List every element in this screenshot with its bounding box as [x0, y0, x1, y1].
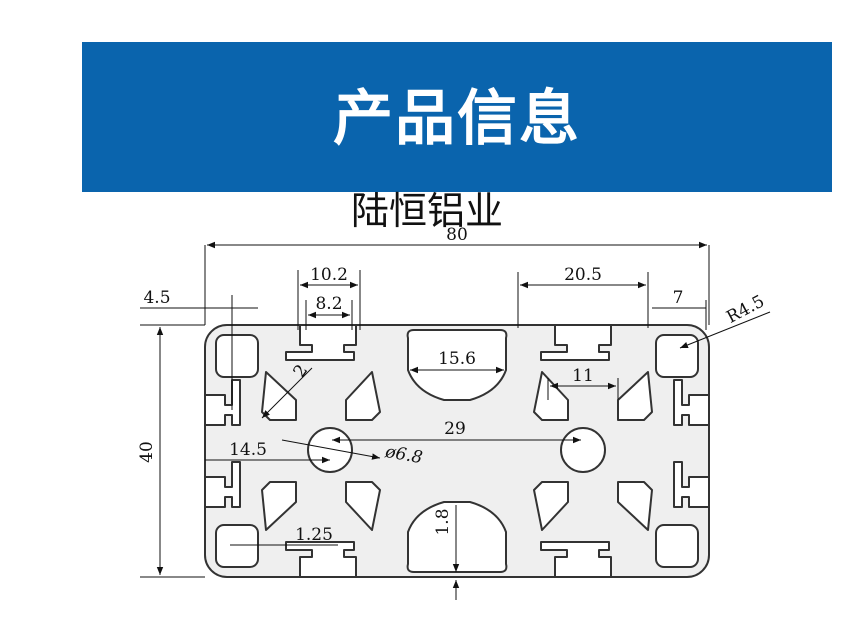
dim-corner-radius: R4.5 [723, 291, 768, 327]
dim-slot-inner: 8.2 [315, 294, 342, 314]
dim-right-lip: 7 [673, 288, 684, 308]
dim-right-slot: 20.5 [564, 265, 602, 285]
dimension-labels: 80 40 10.2 8.2 4.5 20.5 7 R4.5 2 15.6 11… [137, 225, 768, 545]
dim-hub-width: 11 [572, 366, 594, 386]
dim-overall-height: 40 [137, 441, 157, 463]
page-title: 产品信息 [333, 83, 581, 154]
dimension-lines [140, 241, 771, 600]
dim-center-gap: 15.6 [438, 349, 476, 369]
dim-small-wall: 1.25 [295, 525, 333, 545]
dim-hub-spacing: 29 [444, 419, 466, 439]
dim-left-lip: 4.5 [143, 288, 170, 308]
dim-slot-outer: 10.2 [310, 265, 348, 285]
dim-overall-width: 80 [446, 225, 468, 245]
company-name: 陆恒铝业 [350, 189, 503, 233]
header-banner: 产品信息 [82, 42, 832, 192]
dim-left-offset: 14.5 [229, 440, 267, 460]
dim-thickness: 1.8 [433, 508, 453, 535]
